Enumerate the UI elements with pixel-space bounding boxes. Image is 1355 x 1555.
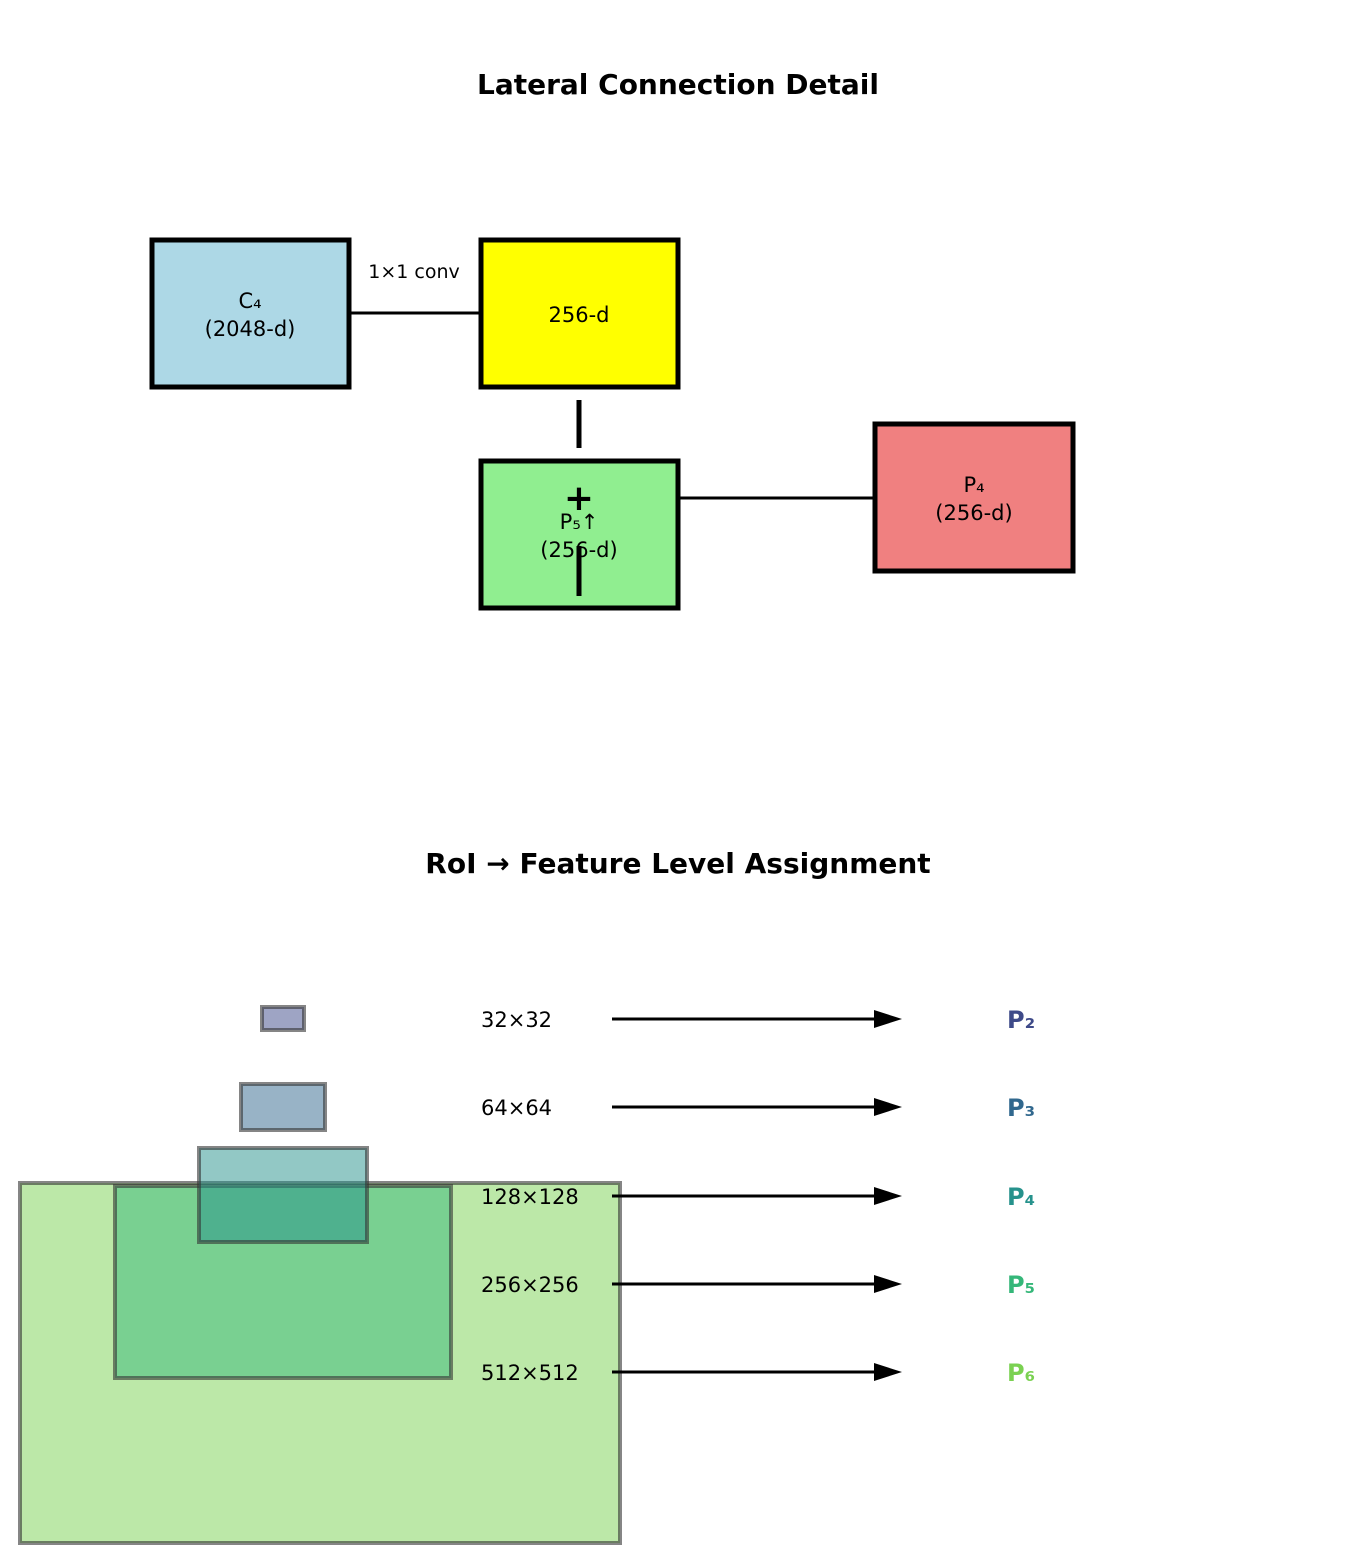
roi-size-label: 128×128 <box>481 1185 579 1209</box>
roi-box <box>260 1005 306 1032</box>
arrow-head-icon <box>874 1275 902 1293</box>
roi-size-label: 256×256 <box>481 1273 579 1297</box>
p5-up-label: P₅↑ <box>560 510 599 534</box>
arrow-head-icon <box>874 1098 902 1116</box>
assignment-row: 64×64 P₃ <box>481 1094 1035 1122</box>
c4-box: C₄ (2048-d) <box>149 237 352 390</box>
assignment-title: RoI → Feature Level Assignment <box>425 847 930 880</box>
level-label: P₄ <box>1007 1183 1035 1211</box>
p4-label: P₄ <box>963 473 984 497</box>
assignment-rows: 32×32 P₂ 64×64 P₃ 128×128 P₄ 256×256 P₅ 512×512 P… <box>481 1006 1035 1387</box>
reduced-label: 256-d <box>549 303 610 327</box>
arrow-head-icon <box>874 1363 902 1381</box>
lateral-title: Lateral Connection Detail <box>477 68 879 101</box>
sum-box: P₅↑ (256-d) + <box>478 458 681 611</box>
assignment-row: 256×256 P₅ <box>481 1271 1035 1299</box>
assignment-row: 32×32 P₂ <box>481 1006 1035 1034</box>
reduced-box: 256-d <box>478 237 681 390</box>
assignment-row: 512×512 P₆ <box>481 1359 1035 1387</box>
p4-box: P₄ (256-d) <box>872 421 1076 574</box>
c4-dim-label: (2048-d) <box>205 317 296 341</box>
assignment-row: 128×128 P₄ <box>481 1183 1035 1211</box>
level-label: P₅ <box>1007 1271 1035 1299</box>
level-label: P₆ <box>1007 1359 1035 1387</box>
roi-box <box>197 1146 369 1244</box>
level-label: P₃ <box>1007 1094 1035 1122</box>
arrow-head-icon <box>874 1010 902 1028</box>
plus-icon: + <box>564 478 594 519</box>
p4-dim-label: (256-d) <box>935 501 1012 525</box>
arrow-head-icon <box>874 1187 902 1205</box>
roi-size-label: 64×64 <box>481 1096 552 1120</box>
level-label: P₂ <box>1007 1006 1035 1034</box>
roi-boxes <box>18 1005 622 1545</box>
conv-label: 1×1 conv <box>368 261 460 283</box>
roi-box <box>239 1082 327 1132</box>
c4-label: C₄ <box>238 289 261 313</box>
roi-size-label: 512×512 <box>481 1361 579 1385</box>
roi-size-label: 32×32 <box>481 1008 552 1032</box>
